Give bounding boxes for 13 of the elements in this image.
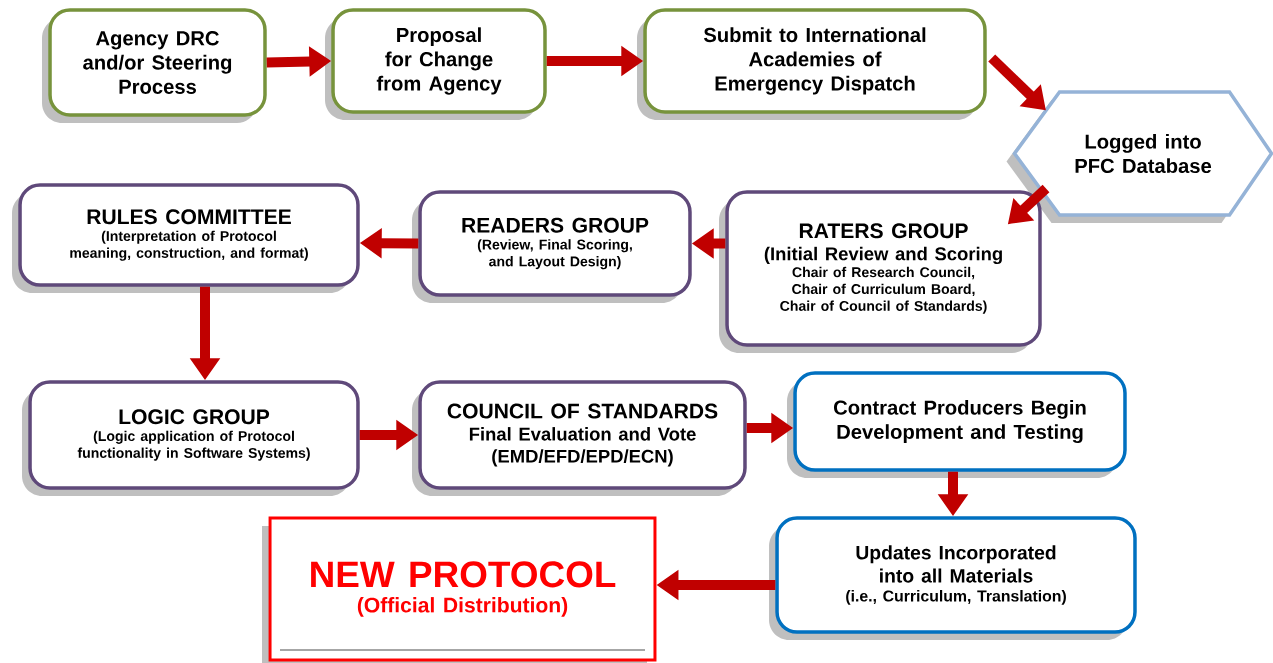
process-box: Proposal for Change from Agency [325,8,547,120]
process-box: Updates Incorporated into all Materials (i.e., Curriculum, Translation) [769,516,1137,640]
node-label: Logged into PFC Database [1075,133,1212,174]
process-box: Submit to International Academies of Emergency Dispatch [637,8,987,120]
process-box: COUNCIL OF STANDARDS Final Evaluation and Vote (EMD/EFD/EPD/ECN) [412,380,747,496]
process-box: Contract Producers Begin Development and Testing [787,371,1127,478]
process-box: RULES COMMITTEE (Interpretation of Protocol meaning, construction, and format) [12,183,360,293]
hexagon: Logged into PFC Database [1006,90,1273,223]
process-box: RATERS GROUP (Initial Review and Scoring Chair of Research Council, Chair of Curriculum Board, Chair of Council of Standards) [719,190,1042,353]
process-box: READERS GROUP (Review, Final Scoring, and Layout Design) [412,190,692,303]
process-box: Agency DRC and/or Steering Process [42,8,267,123]
result-box: NEW PROTOCOL (Official Distribution) [262,516,657,663]
process-box: LOGIC GROUP (Logic application of Protocol functionality in Software Systems) [22,380,360,496]
